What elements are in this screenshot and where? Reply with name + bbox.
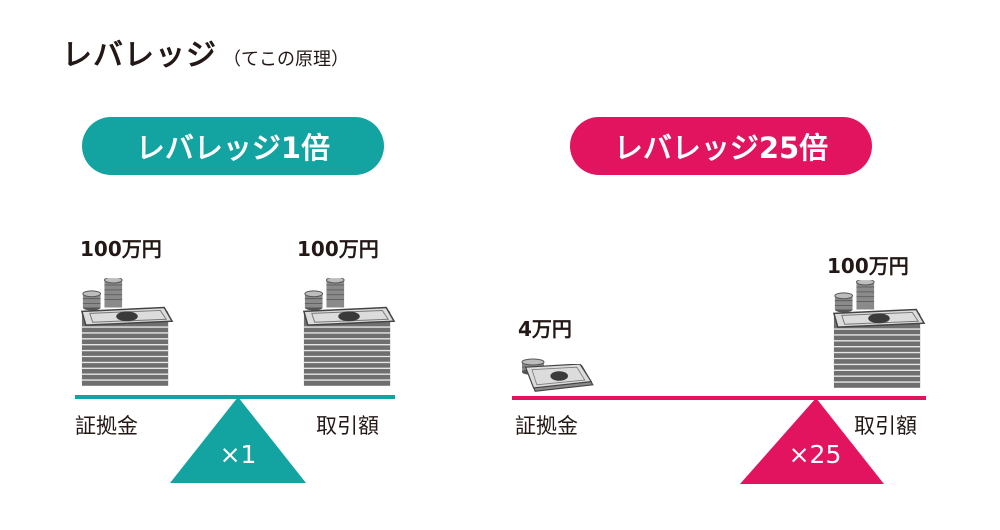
leverage-1x-badge: レバレッジ1倍 (82, 117, 384, 175)
money-stack-icon (300, 270, 398, 394)
title-sub: （てこの原理） (223, 49, 349, 70)
lever-beam-1x (75, 395, 395, 399)
title-main: レバレッジ (62, 38, 217, 73)
page-title: レバレッジ （てこの原理） (62, 30, 349, 74)
margin-amount-1x: 100万円 (80, 237, 162, 261)
bill-icon (514, 364, 606, 396)
trade-amount-25x: 100万円 (827, 254, 909, 278)
money-stack-icon (78, 270, 176, 394)
trade-label-25x: 取引額 (854, 414, 917, 438)
leverage-1x-badge-label: レバレッジ1倍 (135, 131, 331, 165)
margin-amount-25x: 4万円 (518, 317, 572, 341)
multiplier-1x: ×1 (219, 440, 257, 469)
margin-label-1x: 証拠金 (75, 414, 138, 438)
fulcrum-1x-icon (170, 397, 306, 483)
trade-amount-1x: 100万円 (297, 237, 379, 261)
fulcrum-25x-icon (740, 398, 884, 484)
margin-label-25x: 証拠金 (515, 414, 578, 438)
leverage-25x-badge-label: レバレッジ25倍 (613, 131, 829, 165)
trade-label-1x: 取引額 (316, 414, 379, 438)
lever-beam-25x (512, 396, 926, 400)
leverage-25x-badge: レバレッジ25倍 (570, 117, 872, 175)
money-stack-icon (830, 272, 928, 396)
multiplier-25x: ×25 (788, 440, 842, 469)
